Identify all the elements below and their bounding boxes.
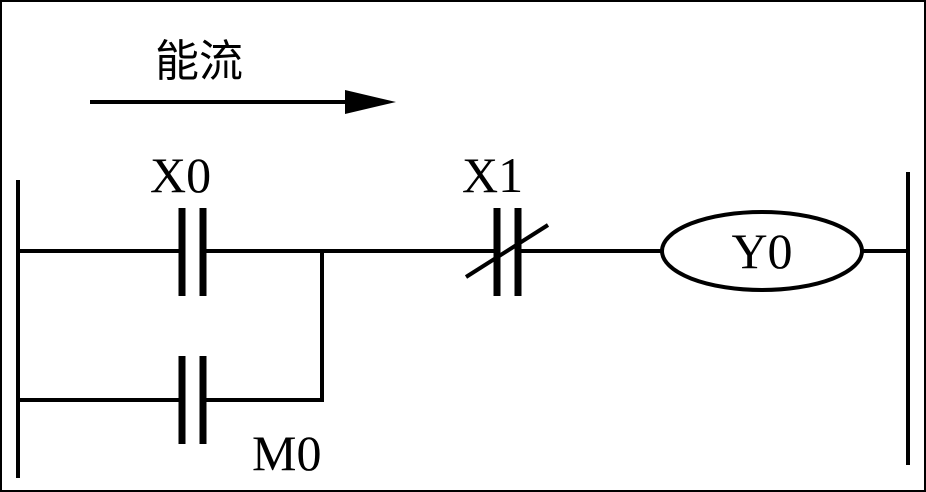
coil-y0[interactable]: Y0	[660, 210, 864, 292]
contact-x0[interactable]: X0	[150, 147, 211, 296]
contact-x0-label: X0	[150, 147, 211, 203]
contact-m0-label: M0	[252, 425, 321, 481]
contact-x1-label: X1	[462, 147, 523, 203]
power-flow-label: 能流	[155, 36, 243, 87]
power-flow-arrowhead	[345, 90, 396, 114]
coil-y0-label: Y0	[731, 223, 792, 279]
contact-m0[interactable]: M0	[178, 356, 321, 481]
contact-x1[interactable]: X1	[462, 147, 550, 296]
contact-x1-slash	[464, 223, 550, 279]
power-flow-arrow	[90, 90, 396, 114]
parallel-branch-wires	[18, 249, 324, 402]
coil-y0-ellipse	[660, 210, 864, 292]
